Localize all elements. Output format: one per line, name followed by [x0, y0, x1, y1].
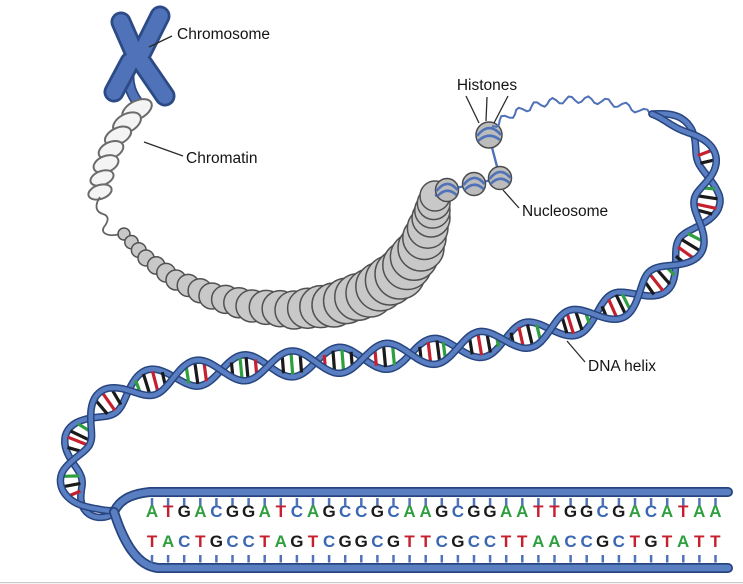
base-letter: G: [225, 502, 240, 521]
base-letter: A: [194, 502, 207, 521]
histones-pointer-line-2: [485, 96, 488, 122]
diagram-paint-layer: [0, 5, 743, 584]
base-letter: T: [677, 502, 689, 521]
base-letter: C: [564, 532, 577, 551]
base-letter: A: [258, 502, 271, 521]
base-letter: G: [435, 502, 449, 521]
base-letter: T: [259, 532, 270, 551]
base-letter: T: [533, 502, 544, 521]
base-letter: T: [404, 532, 415, 551]
base-letter: C: [371, 532, 384, 551]
base-letter: T: [549, 502, 560, 521]
base-letter: G: [612, 502, 626, 521]
base-letter: C: [596, 502, 609, 521]
base-letter: G: [322, 502, 336, 521]
base-letter: T: [517, 532, 528, 551]
base-letter: A: [677, 532, 690, 551]
base-letter: T: [146, 532, 158, 551]
linker-dna-squiggle: [491, 95, 651, 128]
label-chromosome: Chromosome: [177, 26, 270, 43]
base-letter: G: [241, 502, 256, 521]
histones-pointer-line-1: [465, 95, 480, 124]
base-letter: C: [339, 502, 352, 521]
base-letter: A: [306, 502, 320, 521]
base-letter: A: [693, 502, 706, 521]
base-letter: G: [370, 502, 384, 521]
base-letter: T: [629, 532, 641, 551]
base-letter: A: [403, 502, 416, 521]
dna-helix-pointer-line: [566, 340, 586, 363]
base-letter: A: [499, 502, 513, 521]
chromosome-pointer-line: [148, 35, 173, 48]
base-letter: T: [307, 532, 319, 551]
base-letter: C: [580, 532, 593, 551]
base-letter: C: [322, 532, 336, 551]
base-letter: C: [226, 532, 239, 551]
base-ticks-bottom: [150, 555, 717, 563]
base-letter: C: [210, 502, 223, 521]
base-letter: T: [420, 532, 431, 551]
chromatin-pointer-line: [143, 141, 184, 157]
dna-ladder: [109, 487, 733, 573]
base-letter: T: [710, 532, 721, 551]
base-letter: T: [275, 502, 286, 521]
base-letter: G: [290, 532, 304, 551]
base-letter: C: [355, 502, 368, 521]
base-letter: A: [274, 532, 287, 551]
base-letter: G: [451, 532, 465, 551]
dna-helix: [56, 110, 724, 522]
base-letter: C: [242, 532, 255, 551]
base-letter: G: [177, 502, 191, 521]
base-letter: C: [435, 532, 448, 551]
base-letter: G: [338, 532, 352, 551]
base-letter: A: [628, 502, 641, 521]
base-letter: G: [209, 532, 224, 551]
base-letter: A: [145, 502, 159, 521]
base-letter: C: [290, 502, 304, 521]
base-letter: A: [419, 502, 432, 521]
base-letter: T: [694, 532, 705, 551]
base-letter: C: [451, 502, 464, 521]
base-letter: T: [162, 502, 174, 521]
base-letter: A: [660, 502, 674, 521]
base-letter: G: [579, 502, 594, 521]
chromatin-coil: [87, 98, 153, 237]
base-letter: C: [483, 532, 497, 551]
base-ticks-top: [150, 498, 717, 506]
figure-bottom-rule: [0, 582, 743, 584]
base-letter: A: [162, 532, 175, 551]
base-letter: C: [387, 502, 400, 521]
base-letter: A: [532, 532, 545, 551]
base-letter: C: [612, 532, 625, 551]
base-letter: G: [596, 532, 610, 551]
base-letter: T: [661, 532, 673, 551]
label-nucleosome: Nucleosome: [522, 203, 608, 220]
base-letter: C: [467, 532, 481, 551]
histones-pointer-line-3: [493, 95, 509, 124]
base-letter: A: [516, 502, 529, 521]
base-letter: C: [644, 502, 658, 521]
nucleosome-pointer-line: [502, 189, 520, 209]
base-letter: T: [195, 532, 206, 551]
base-letter: G: [354, 532, 368, 551]
label-dna-helix: DNA helix: [588, 358, 656, 375]
base-letter: G: [467, 502, 481, 521]
label-chromatin: Chromatin: [186, 150, 258, 167]
base-letter: G: [483, 502, 497, 521]
base-letter: T: [500, 532, 512, 551]
chromosome-shape: [103, 5, 176, 111]
base-letter: C: [178, 532, 191, 551]
base-letter: A: [709, 502, 722, 521]
bead-fiber: [117, 180, 451, 330]
nucleosome-chain: [434, 121, 513, 203]
base-letter: G: [563, 502, 578, 521]
base-letter: G: [644, 532, 658, 551]
label-histones: Histones: [457, 77, 518, 94]
base-letter: A: [548, 532, 561, 551]
base-letter: G: [386, 532, 401, 551]
